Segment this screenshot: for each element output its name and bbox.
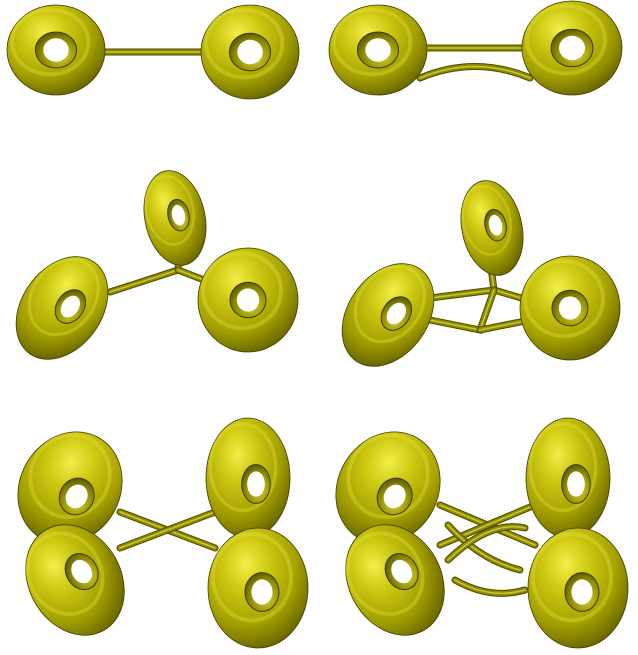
four-tori-braided-torus-top-right bbox=[525, 417, 611, 539]
three-tori-junction-torus-left bbox=[15, 256, 109, 360]
four-tori-braided-torus-bottom-left bbox=[345, 524, 445, 636]
four-tori-braided-torus-bottom-right bbox=[527, 527, 629, 649]
four-tori-braided-torus-top-left bbox=[335, 431, 441, 545]
three-tori-network-torus-right bbox=[519, 255, 621, 361]
three-tori-junction-torus-right bbox=[197, 247, 299, 353]
two-tori-one-tube-torus-right bbox=[200, 4, 300, 100]
two-tori-two-tubes-torus-left bbox=[328, 4, 428, 96]
four-tori-cross-torus-top-right bbox=[205, 417, 291, 539]
four-tori-cross-torus-bottom-right bbox=[207, 527, 309, 649]
four-tori-cross-torus-bottom-left bbox=[25, 524, 125, 636]
four-tori-cross-torus-top-left bbox=[17, 431, 123, 545]
three-tori-junction-torus-top bbox=[143, 170, 207, 266]
two-tori-two-tubes-tube-2 bbox=[416, 63, 534, 82]
three-tori-network-torus-top bbox=[460, 180, 524, 276]
four-tori-braided-tube-3 bbox=[444, 521, 524, 574]
two-tori-two-tubes-torus-right bbox=[521, 0, 623, 96]
four-tori-cross-tube-2 bbox=[116, 508, 219, 552]
four-tori-braided-tube-2 bbox=[436, 501, 539, 549]
four-tori-braided-tube-4 bbox=[444, 523, 529, 564]
tori-layer bbox=[6, 0, 629, 649]
connector-tubes bbox=[96, 44, 539, 597]
three-tori-network-torus-left bbox=[341, 263, 435, 367]
two-tori-one-tube-torus-left bbox=[6, 4, 106, 96]
four-tori-braided-tube-5 bbox=[451, 576, 529, 597]
